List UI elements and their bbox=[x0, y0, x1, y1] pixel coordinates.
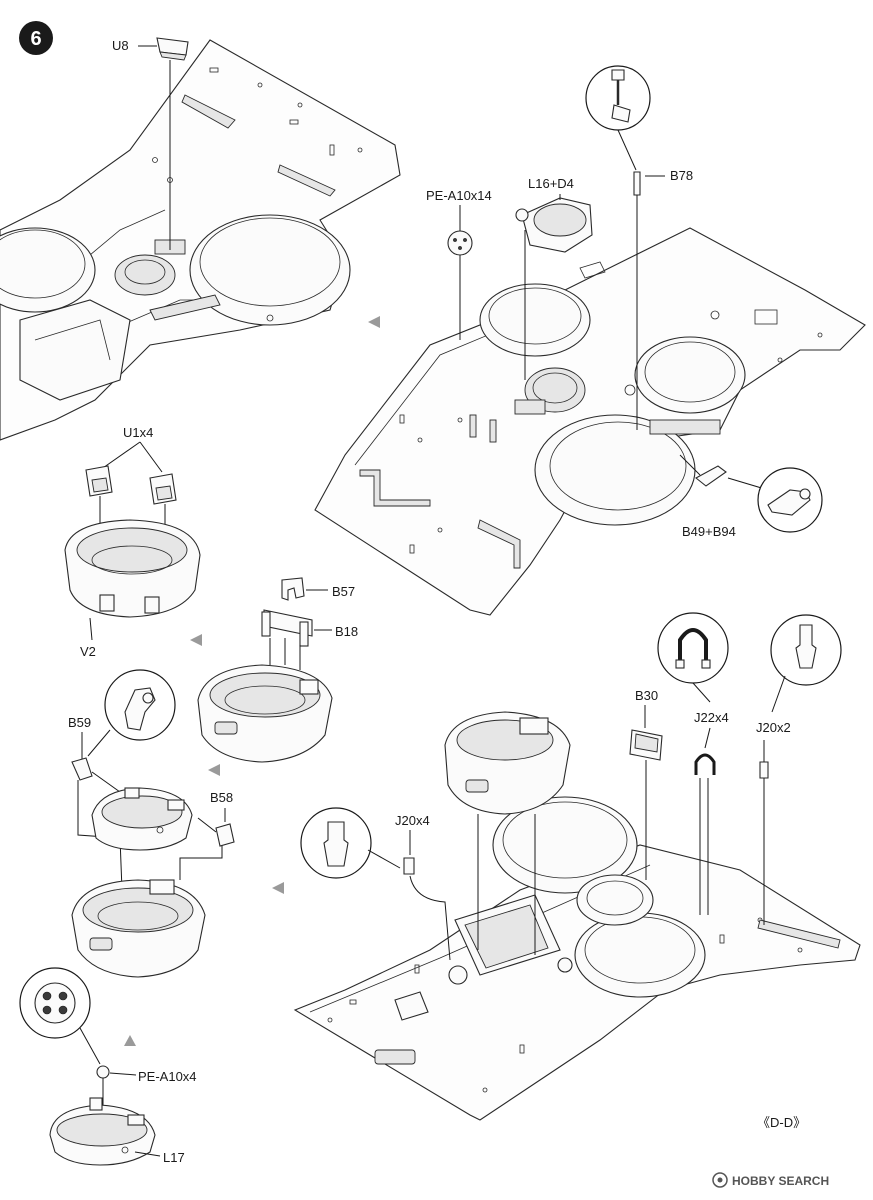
step-badge: 6 bbox=[19, 21, 53, 55]
label-j20x2: J20x2 bbox=[756, 720, 791, 735]
direction-arrow bbox=[272, 882, 284, 894]
part-b58: B58 bbox=[179, 790, 235, 880]
part-l17: L17 bbox=[49, 1097, 185, 1166]
step-number: 6 bbox=[30, 28, 41, 50]
part-j22x4: J22x4 bbox=[657, 612, 729, 915]
label-j22x4: J22x4 bbox=[694, 710, 729, 725]
part-j20x4: J20x4 bbox=[300, 807, 451, 961]
label-b18: B18 bbox=[335, 624, 358, 639]
label-b58: B58 bbox=[210, 790, 233, 805]
cupola-assembly-2 bbox=[71, 879, 206, 978]
label-u1x4: U1x4 bbox=[123, 425, 153, 440]
watermark-text: HOBBY SEARCH bbox=[732, 1174, 829, 1188]
label-v2: V2 bbox=[80, 644, 96, 659]
part-l16-d4: L16+D4 bbox=[515, 176, 593, 380]
direction-arrow bbox=[208, 764, 220, 776]
label-b57: B57 bbox=[332, 584, 355, 599]
direction-arrow bbox=[190, 634, 202, 646]
label-l17: L17 bbox=[163, 1150, 185, 1165]
label-b59: B59 bbox=[68, 715, 91, 730]
watermark-logo: HOBBY SEARCH bbox=[712, 1172, 829, 1188]
hull-plate-bottom-right bbox=[293, 796, 861, 1121]
part-u8: U8 bbox=[112, 37, 189, 250]
hatch-assembly bbox=[91, 787, 193, 851]
part-b18: B18 bbox=[261, 609, 358, 670]
direction-arrow bbox=[124, 1035, 136, 1046]
part-b57: B57 bbox=[281, 577, 355, 601]
label-pe-a10x4: PE-A10x4 bbox=[138, 1069, 197, 1084]
cupola-assembly-3 bbox=[444, 711, 571, 955]
label-u8: U8 bbox=[112, 38, 129, 53]
cupola-assembly-1 bbox=[197, 664, 333, 763]
part-b30: B30 bbox=[629, 688, 663, 880]
hull-plate-top-left bbox=[0, 39, 401, 441]
label-l16-d4: L16+D4 bbox=[528, 176, 574, 191]
label-b78: B78 bbox=[670, 168, 693, 183]
label-b49-b94: B49+B94 bbox=[682, 524, 736, 539]
label-b30: B30 bbox=[635, 688, 658, 703]
part-v2: V2 bbox=[64, 519, 201, 659]
hull-plate-top-right bbox=[314, 227, 866, 616]
label-pe-a10x14: PE-A10x14 bbox=[426, 188, 492, 203]
part-b49-b94: B49+B94 bbox=[679, 454, 823, 539]
part-b78: B78 bbox=[585, 65, 693, 430]
view-label: 《D-D》 bbox=[757, 1115, 806, 1130]
part-pe-a10x14: PE-A10x14 bbox=[426, 188, 492, 340]
direction-arrow bbox=[368, 316, 380, 328]
label-j20x4: J20x4 bbox=[395, 813, 430, 828]
part-pe-a10x4: PE-A10x4 bbox=[19, 967, 197, 1118]
part-j20x2: J20x2 bbox=[756, 614, 842, 925]
part-b59: B59 bbox=[68, 669, 176, 891]
